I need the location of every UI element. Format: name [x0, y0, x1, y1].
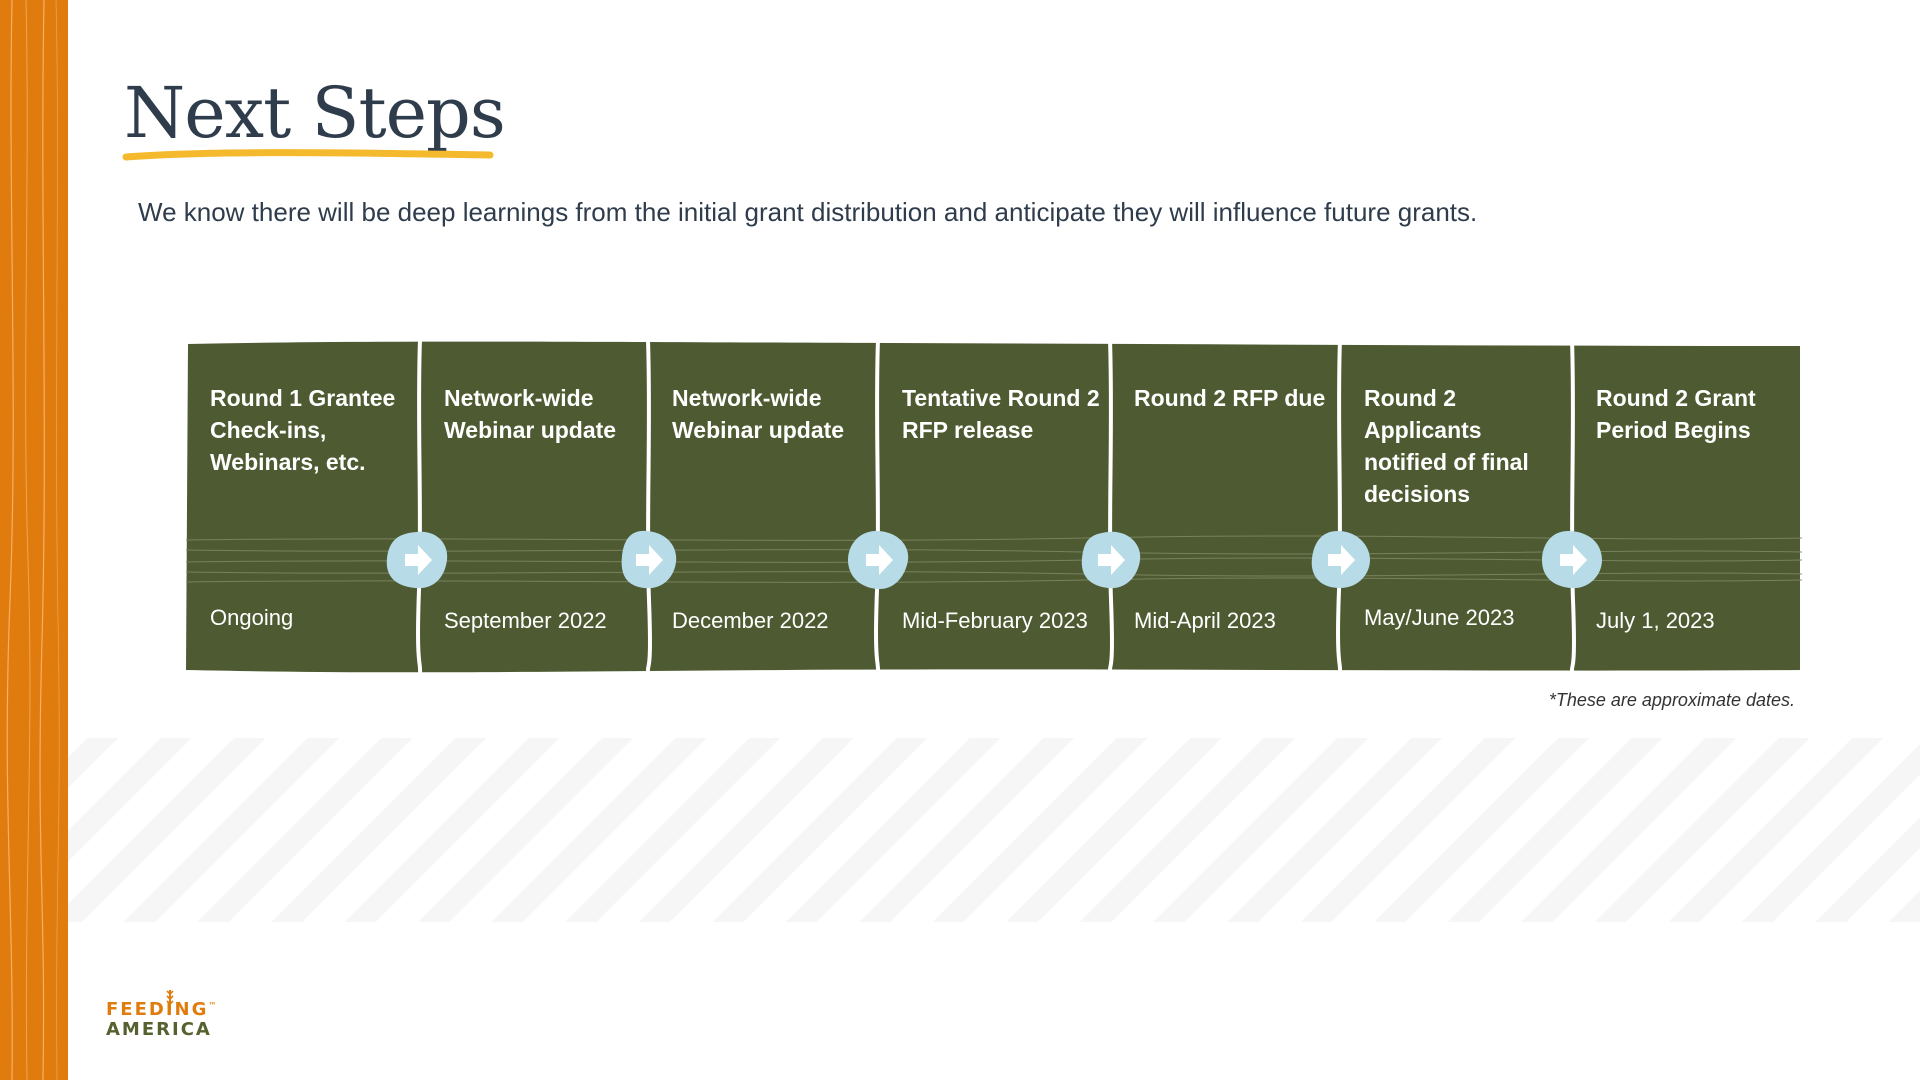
timeline: Round 1 Grantee Check-ins, Webinars, etc… — [186, 340, 1802, 674]
logo-line-2: AMERICA — [106, 1019, 212, 1040]
step-date: July 1, 2023 — [1596, 608, 1715, 633]
timeline-step: Round 2 Applicants notified of final dec… — [1340, 340, 1572, 674]
arrow-right-icon — [616, 530, 680, 590]
wheat-icon — [166, 990, 174, 1010]
feeding-america-logo: FEEDING™ AMERICA — [106, 990, 219, 1040]
timeline-step: Network-wide Webinar update September 20… — [420, 340, 648, 674]
wood-grain-texture — [6, 0, 60, 1080]
step-label: Round 2 Applicants notified of final dec… — [1364, 385, 1529, 507]
arrow-right-icon — [1308, 530, 1372, 590]
timeline-step: Round 2 RFP due Mid-April 2023 — [1110, 340, 1340, 674]
timeline-step: Round 1 Grantee Check-ins, Webinars, etc… — [186, 340, 420, 674]
slide-subtitle: We know there will be deep learnings fro… — [138, 197, 1478, 227]
arrow-right-icon — [1540, 530, 1604, 590]
timeline-step: Round 2 Grant Period Begins July 1, 2023 — [1572, 340, 1802, 674]
step-date: September 2022 — [444, 608, 607, 633]
step-label: Round 2 Grant Period Begins — [1596, 385, 1756, 443]
footnote: *These are approximate dates. — [1548, 690, 1795, 710]
logo-line-1: FEEDING™ — [106, 999, 219, 1020]
step-label: Network-wide Webinar update — [672, 385, 845, 443]
timeline-step: Tentative Round 2 RFP release Mid-Februa… — [878, 340, 1110, 674]
timeline-steps: Round 1 Grantee Check-ins, Webinars, etc… — [186, 340, 1802, 674]
arrow-right-icon — [385, 530, 449, 590]
step-label: Tentative Round 2 RFP release — [902, 385, 1100, 443]
step-date: May/June 2023 — [1364, 605, 1515, 630]
step-date: Ongoing — [210, 605, 294, 630]
timeline-step: Network-wide Webinar update December 202… — [648, 340, 878, 674]
step-label: Round 1 Grantee Check-ins, Webinars, etc… — [210, 385, 396, 475]
step-date: Mid-February 2023 — [902, 608, 1088, 633]
title-underline — [122, 149, 494, 161]
arrow-right-icon — [1078, 530, 1142, 590]
step-date: December 2022 — [672, 608, 829, 633]
step-date: Mid-April 2023 — [1134, 608, 1276, 633]
step-label: Network-wide Webinar update — [444, 385, 617, 443]
page-title: Next Steps — [124, 72, 506, 154]
step-label: Round 2 RFP due — [1134, 385, 1326, 411]
arrow-right-icon — [846, 530, 910, 590]
left-accent-bar — [0, 0, 68, 1080]
background-stripe-band — [68, 738, 1920, 922]
